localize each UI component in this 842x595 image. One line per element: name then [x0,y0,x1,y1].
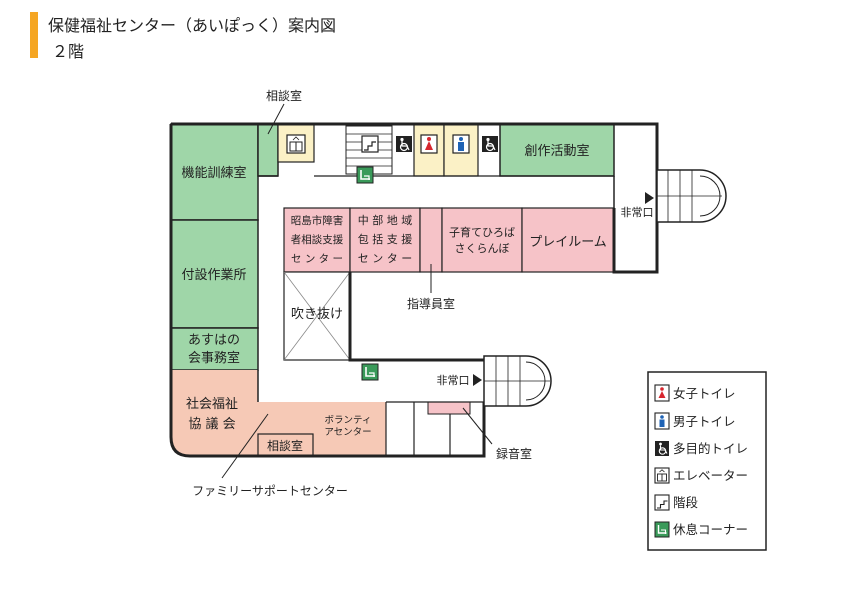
room-label: 昭島市障害 [291,214,344,227]
female-toilet-icon [420,134,438,154]
page-title: 保健福祉センター（あいぽっく）案内図 [48,16,337,35]
callout-label: 相談室 [266,88,302,103]
room-label: セ ン タ ー [358,252,413,265]
elevator-icon [654,467,670,484]
room-label: 協 議 会 [188,417,235,432]
room-playroom[interactable] [521,207,615,273]
room-label: さくらんぼ [455,242,510,255]
stairs-exit-right [656,169,727,223]
rest-corner-icon [361,363,379,381]
room-label: ボランティ [325,415,372,426]
stairs-icon [654,494,670,511]
exit-label: 非常口 [437,374,470,387]
stairs-exit-bottom [483,355,552,407]
male-toilet-icon [452,134,470,154]
room-kinou[interactable] [170,123,259,221]
exit-arrow-bottom [473,374,482,386]
accessible-toilet-icon [655,441,669,456]
legend: 女子トイレ 男子トイレ 多目的トイレ エレベーター 階段 [647,371,767,551]
rest-corner-icon [654,521,670,538]
legend-label: 階段 [673,495,698,510]
legend-label: エレベーター [673,468,748,483]
room-rokuon[interactable] [427,401,471,415]
elevator-icon [286,134,306,154]
floor-label: ２階 [52,42,85,61]
room-label: 者相談支援 [291,233,344,246]
rest-corner-icon [356,166,374,184]
room-label: あすはの [188,333,240,348]
legend-label: 女子トイレ [673,386,736,401]
room-label: 吹き抜け [291,306,343,322]
room-label: アセンター [324,427,371,438]
room-label: プレイルーム [529,235,607,250]
room-shakai-fukushi[interactable] [171,370,386,456]
room-label: 子育てひろば [449,225,515,239]
room-sodan-top[interactable] [257,123,279,177]
room-kosodate[interactable] [441,207,523,273]
exit-arrow-right [645,192,654,204]
legend-label: 多目的トイレ [673,441,748,456]
legend-label: 男子トイレ [673,414,736,429]
title-accent-bar [30,12,38,58]
callout-label: 録音室 [496,446,532,461]
room-label: 包 括 支 援 [358,232,413,246]
room-label: 創作活動室 [524,143,589,159]
room-label: セ ン タ ー [291,253,343,265]
room-label: 相談室 [267,438,303,453]
callout-label: ファミリーサポートセンター [192,484,348,498]
exit-label: 非常口 [621,206,654,219]
room-label: 社会福祉 [186,396,238,412]
male-toilet-icon [654,412,670,430]
room-label: 機能訓練室 [181,165,246,181]
room-label: 会事務室 [188,350,240,366]
callout-label: 指導員室 [407,296,455,311]
female-toilet-icon [654,384,670,402]
legend-label: 休息コーナー [673,522,748,537]
room-shidou[interactable] [419,207,443,273]
room-label: 付設作業所 [181,267,246,283]
room-label: 中 部 地 域 [358,213,413,227]
accessible-toilet-icon [396,136,412,152]
stairs-icon [361,135,379,153]
accessible-toilet-icon [482,136,498,152]
